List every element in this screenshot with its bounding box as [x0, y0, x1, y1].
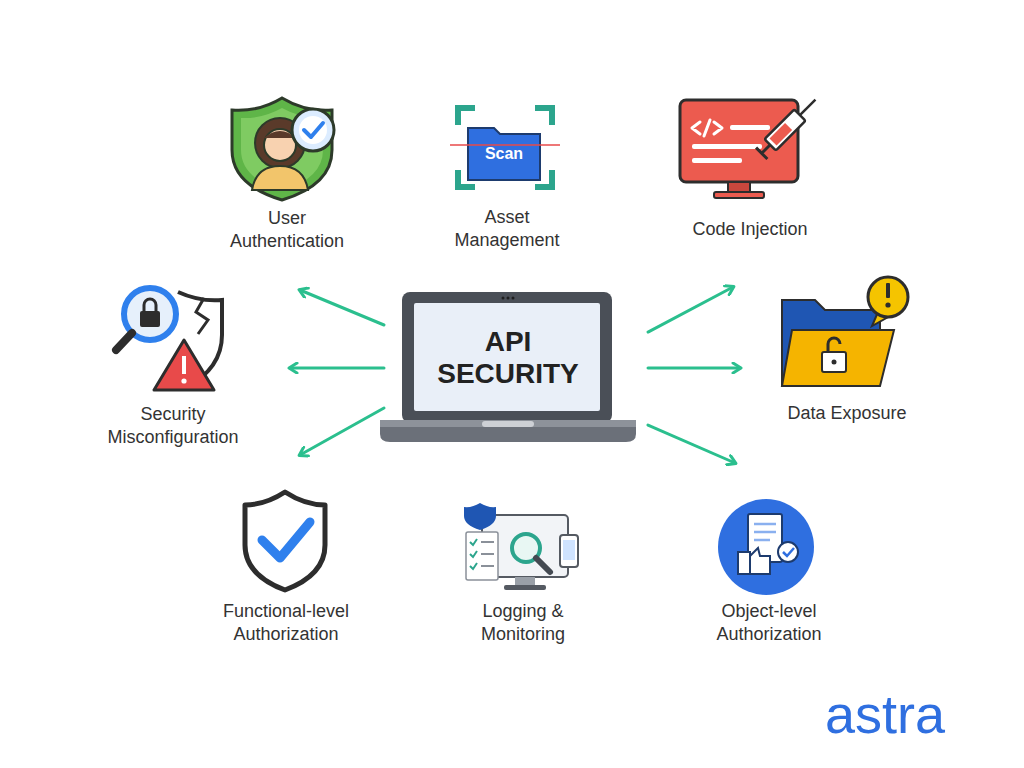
monitoring-icon: [464, 503, 578, 590]
open-folder-icon: [782, 277, 908, 386]
approved-document-icon: [718, 499, 814, 595]
flow-arrow: [648, 425, 735, 463]
flow-arrow: [648, 287, 733, 332]
node-label: Functional-level Authorization: [201, 600, 371, 646]
scan-label: Scan: [474, 144, 534, 164]
brand-logo: astra: [800, 684, 970, 744]
check-shield-icon: [245, 492, 325, 590]
broken-shield-icon: [116, 288, 222, 390]
node-label: Code Injection: [660, 218, 840, 241]
node-label: Object-level Authorization: [694, 600, 844, 646]
flow-arrow: [648, 367, 740, 370]
icon-node: User Authentication: [220, 95, 360, 290]
node-label: Logging & Monitoring: [458, 600, 588, 646]
node-label: User Authentication: [217, 207, 357, 253]
icon-node: Code Injection: [670, 95, 830, 287]
flow-arrow: [300, 408, 384, 455]
icon-node: Asset Management: [440, 100, 580, 255]
icon-node: Functional-level Authorization: [200, 455, 370, 650]
laptop-node: API SECURITY: [384, 292, 648, 442]
code-monitor-icon: [680, 94, 821, 198]
icon-node: Data Exposure: [740, 275, 925, 430]
user-shield-icon: [232, 98, 334, 200]
icon-node: Object-level Authorization: [700, 463, 840, 650]
laptop-illustration: [380, 292, 636, 442]
icon-node: Logging & Monitoring: [460, 495, 590, 650]
node-label: Security Misconfiguration: [88, 403, 258, 449]
node-label: Asset Management: [442, 206, 572, 252]
flow-arrow: [290, 367, 384, 370]
icon-node: Security Misconfiguration: [90, 280, 290, 455]
node-label: Data Exposure: [757, 402, 937, 425]
flow-arrow: [300, 290, 384, 325]
scan-folder-icon: [450, 108, 560, 187]
screen-title: API SECURITY: [423, 326, 593, 390]
